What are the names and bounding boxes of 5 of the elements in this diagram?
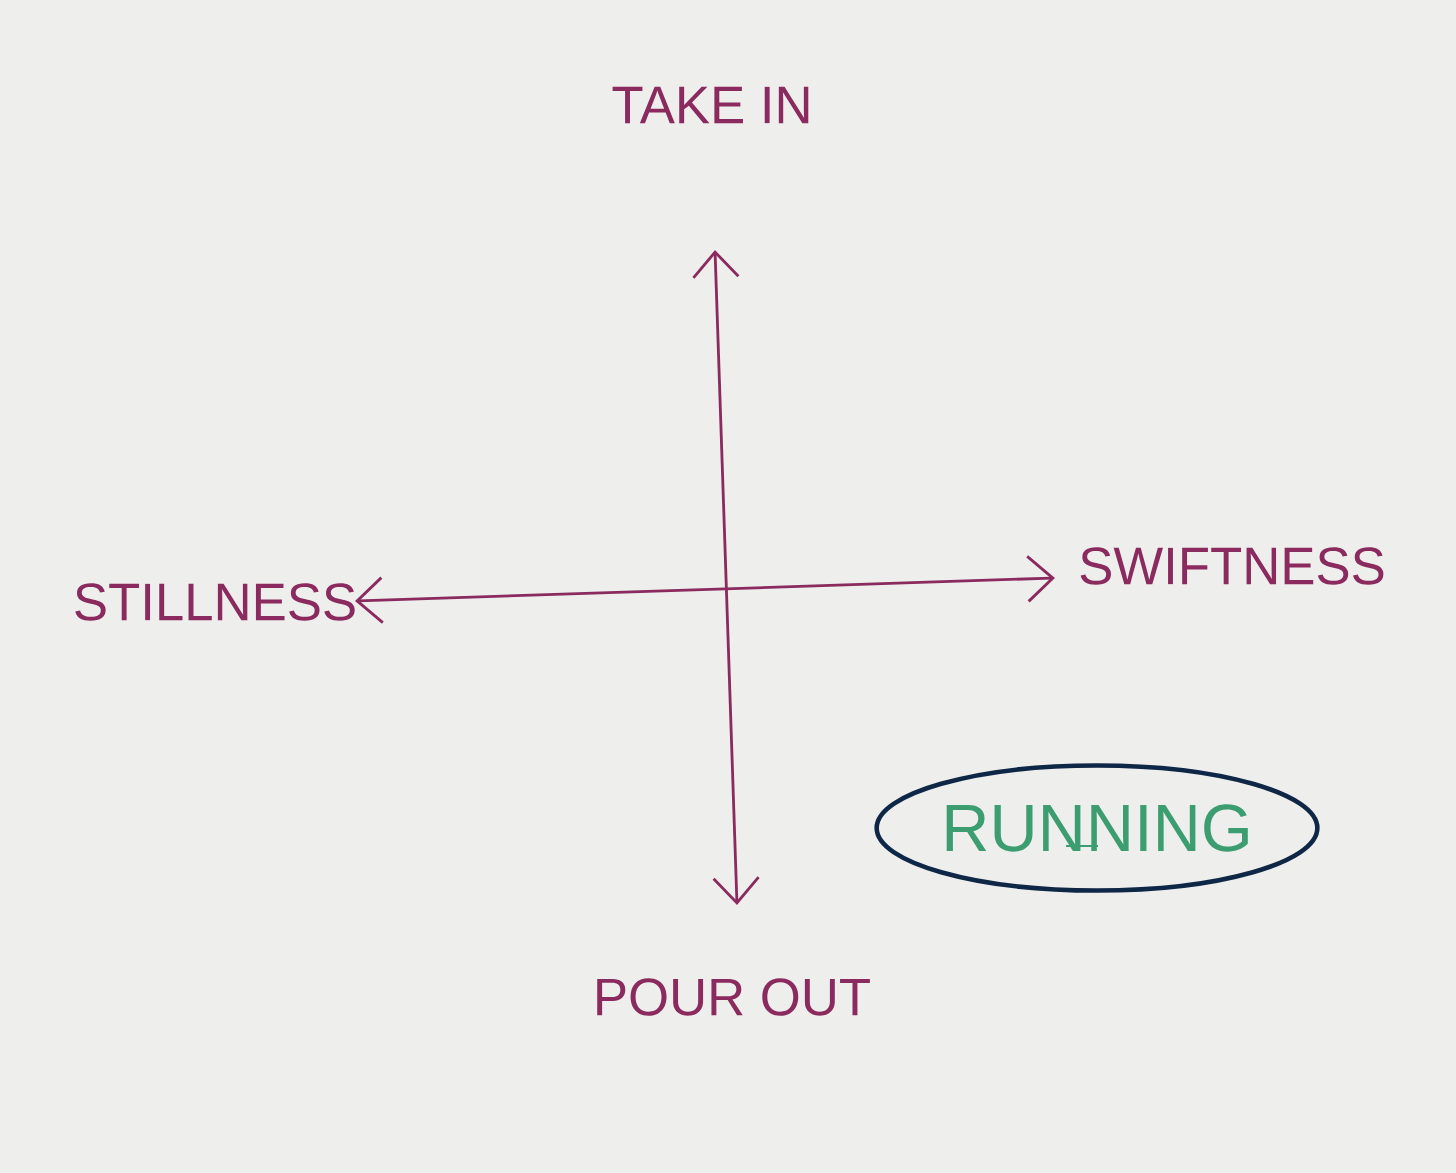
axis-label: TAKE IN xyxy=(612,86,809,124)
axis-label: SWIFTNESS xyxy=(1080,547,1384,585)
axis-label: STILLNESS xyxy=(75,583,355,621)
oval-label: RUNNING xyxy=(874,763,1320,893)
axis-label: POUR OUT xyxy=(597,978,870,1016)
